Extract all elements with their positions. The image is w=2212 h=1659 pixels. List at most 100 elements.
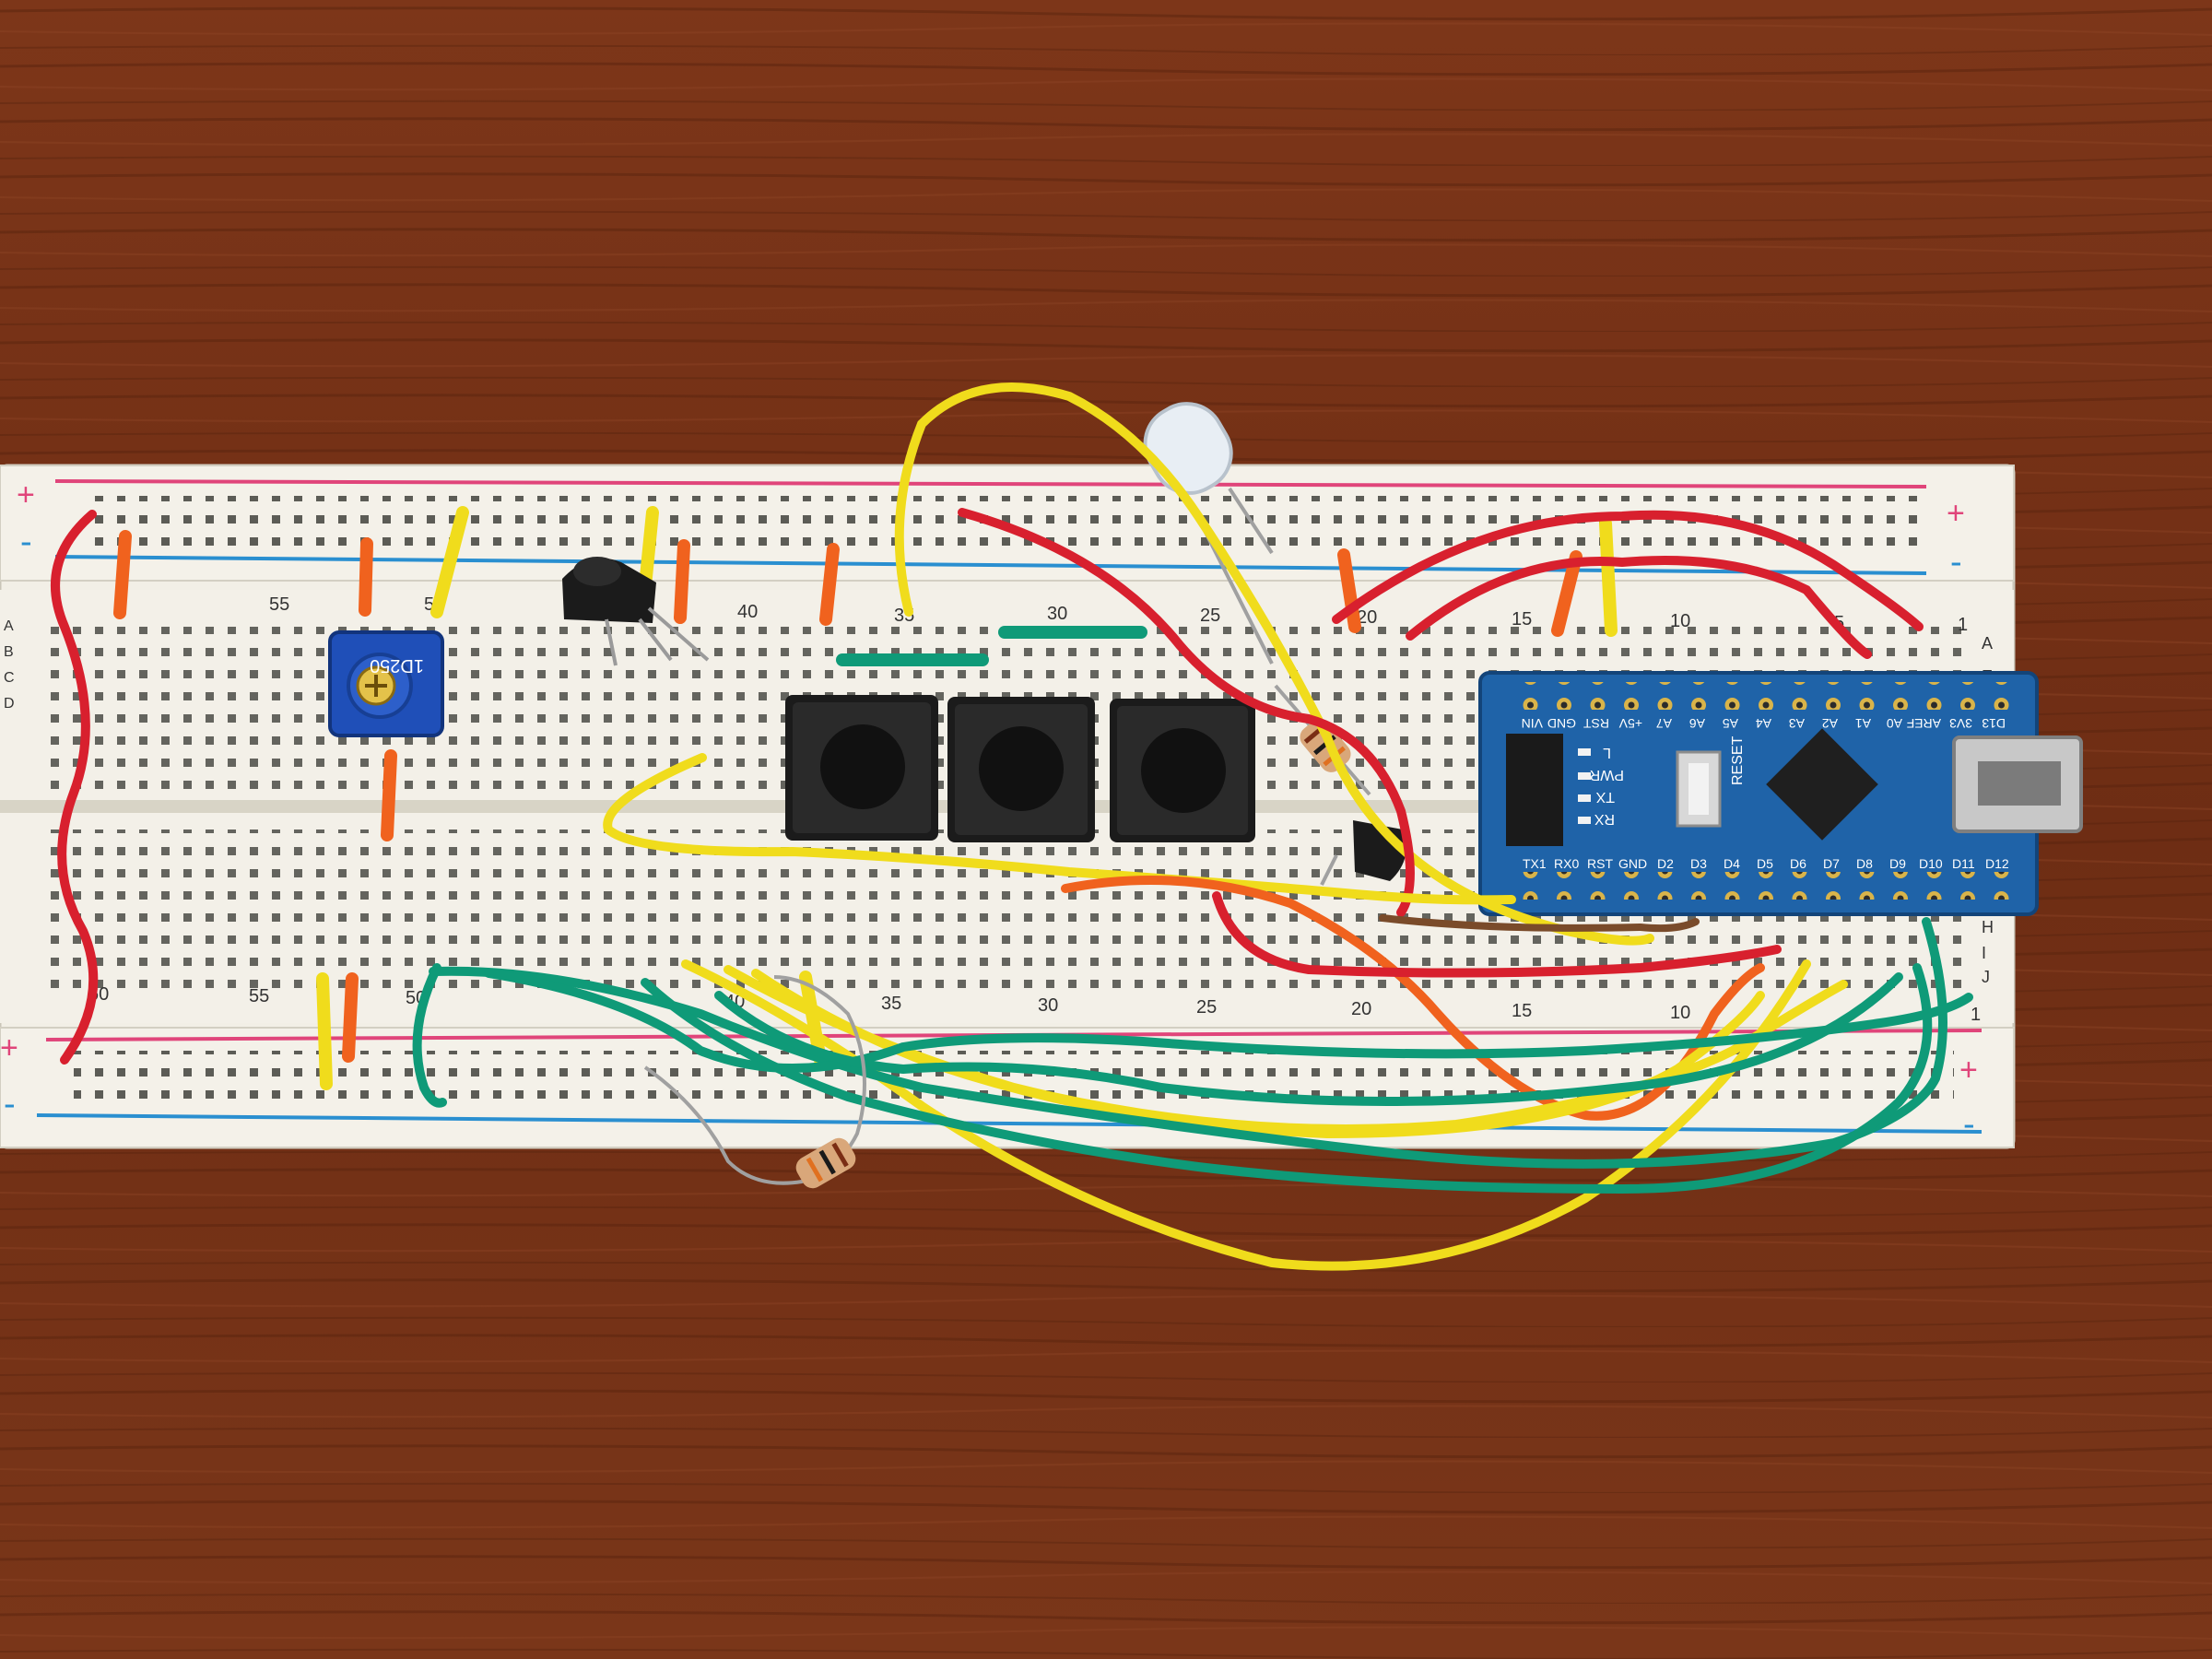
pin-label: D6 [1790,856,1806,871]
yellow-jumper [799,971,827,1066]
trimmer-marking: 1D250 [370,655,424,676]
yellow-jumper [316,972,333,1090]
col-label: 15 [1512,609,1532,629]
pin-label: D8 [1856,856,1873,871]
col-label: 20 [1357,607,1377,628]
orange-jumper [113,530,132,619]
icsp-header [1506,734,1563,846]
pin-label: VIN [1522,716,1543,731]
red-wire [1406,556,1872,659]
pin-label: D7 [1823,856,1840,871]
trimmer-potentiometer[interactable]: 1D250 [328,630,444,737]
row-label: J [1982,968,1990,986]
col-label: 1 [1971,1005,1981,1025]
pin-label: GND [1618,856,1647,871]
orange-jumper [819,543,840,626]
pin-label: A7 [1656,716,1672,731]
green-wire [714,972,1903,1106]
orange-jumper [381,749,397,841]
pin-label: +5V [1618,716,1642,731]
row-label: B [4,644,14,660]
push-button-1[interactable] [785,695,938,841]
green-wire [412,963,447,1108]
green-wire [429,917,1947,1169]
pin-label: D2 [1657,856,1674,871]
yellow-jumper [430,506,469,618]
rail-plus-right-bottom: + [1959,1053,1978,1088]
led-label-rx: RX [1594,811,1615,827]
yellow-jumper [1599,517,1618,637]
col-label: 35 [881,994,901,1014]
rail-minus-right-bottom: - [1963,1105,1975,1144]
red-wire [958,508,1415,917]
resistor [643,975,866,1189]
microcontroller-chip [1766,728,1878,841]
green-wire [641,963,1933,1194]
rail-minus-left-bottom: - [4,1085,16,1124]
rail-plus-right-top: + [1947,496,1965,531]
pin-label: A3 [1789,716,1805,731]
col-label: 25 [1196,997,1217,1018]
pin-label: 3V3 [1949,716,1972,731]
pin-label: D9 [1889,856,1906,871]
pin-label: A5 [1723,716,1738,731]
column-numbers-bottom: 60 55 50 40 35 30 25 20 15 10 1 [88,984,1981,1025]
col-label: 30 [1047,604,1067,624]
pin-label: D13 [1982,716,2006,731]
row-letters-left: A B C D [4,618,15,712]
led-label-tx: TX [1595,789,1615,805]
reset-button[interactable] [1676,750,1722,828]
pin-label: A1 [1855,716,1871,731]
red-wire [1332,510,1924,631]
brown-wire [1379,914,1700,933]
rail-plus-left-bottom: + [0,1030,18,1065]
led-label-l: L [1603,745,1611,760]
push-button-2[interactable] [947,697,1095,842]
long-wires [51,382,1973,1271]
rail-plus-left-top: + [17,477,35,512]
orange-jumper [342,972,359,1063]
col-label: 55 [249,986,269,1006]
row-label: I [1982,944,1986,962]
red-wire [1212,891,1782,978]
pin-label: AREF [1907,716,1941,731]
yellow-wire [724,965,1848,1134]
col-label: 15 [1512,1001,1532,1021]
pin-label: A0 [1887,716,1902,731]
reset-label: RESET [1730,735,1746,785]
push-button-3[interactable] [1110,699,1255,842]
yellow-wire [894,382,1654,946]
col-label: 40 [737,602,758,622]
pin-label: RST [1587,856,1613,871]
green-wire [484,969,1973,1073]
col-label: 20 [1351,999,1371,1019]
pin-label: A2 [1822,716,1838,731]
led-label-pwr: PWR [1590,767,1624,782]
col-label: 1 [1958,615,1968,635]
pin-label: TX1 [1523,856,1547,871]
pin-label: D3 [1690,856,1707,871]
yellow-wire [603,753,1516,905]
col-label: 55 [269,594,289,615]
short-jumpers [113,506,1618,1090]
pin-label: GND [1547,716,1576,731]
usb-port[interactable] [1952,735,2083,833]
pin-label: D10 [1919,856,1943,871]
orange-jumper [674,539,690,624]
nano-bottom-pin-labels: D12 D11 D10 D9 D8 D7 D6 D5 D4 D3 D2 GND … [1523,856,2009,871]
yellow-jumper [639,506,659,593]
row-label: H [1982,918,1994,936]
nano-top-pin-labels: D13 3V3 AREF A0 A1 A2 A3 A4 A5 A6 A7 +5V… [1522,716,2006,731]
pin-label: A6 [1689,716,1705,731]
row-label: C [4,670,15,686]
col-label: 10 [1670,611,1690,631]
orange-jumper [359,537,373,617]
pin-label: D5 [1757,856,1773,871]
row-label: A [4,618,14,634]
orange-jumper [1551,550,1583,637]
pin-label: D11 [1952,856,1975,871]
pin-label: RST [1583,716,1609,731]
orange-jumper [1337,548,1361,633]
row-label: A [1982,634,1993,653]
